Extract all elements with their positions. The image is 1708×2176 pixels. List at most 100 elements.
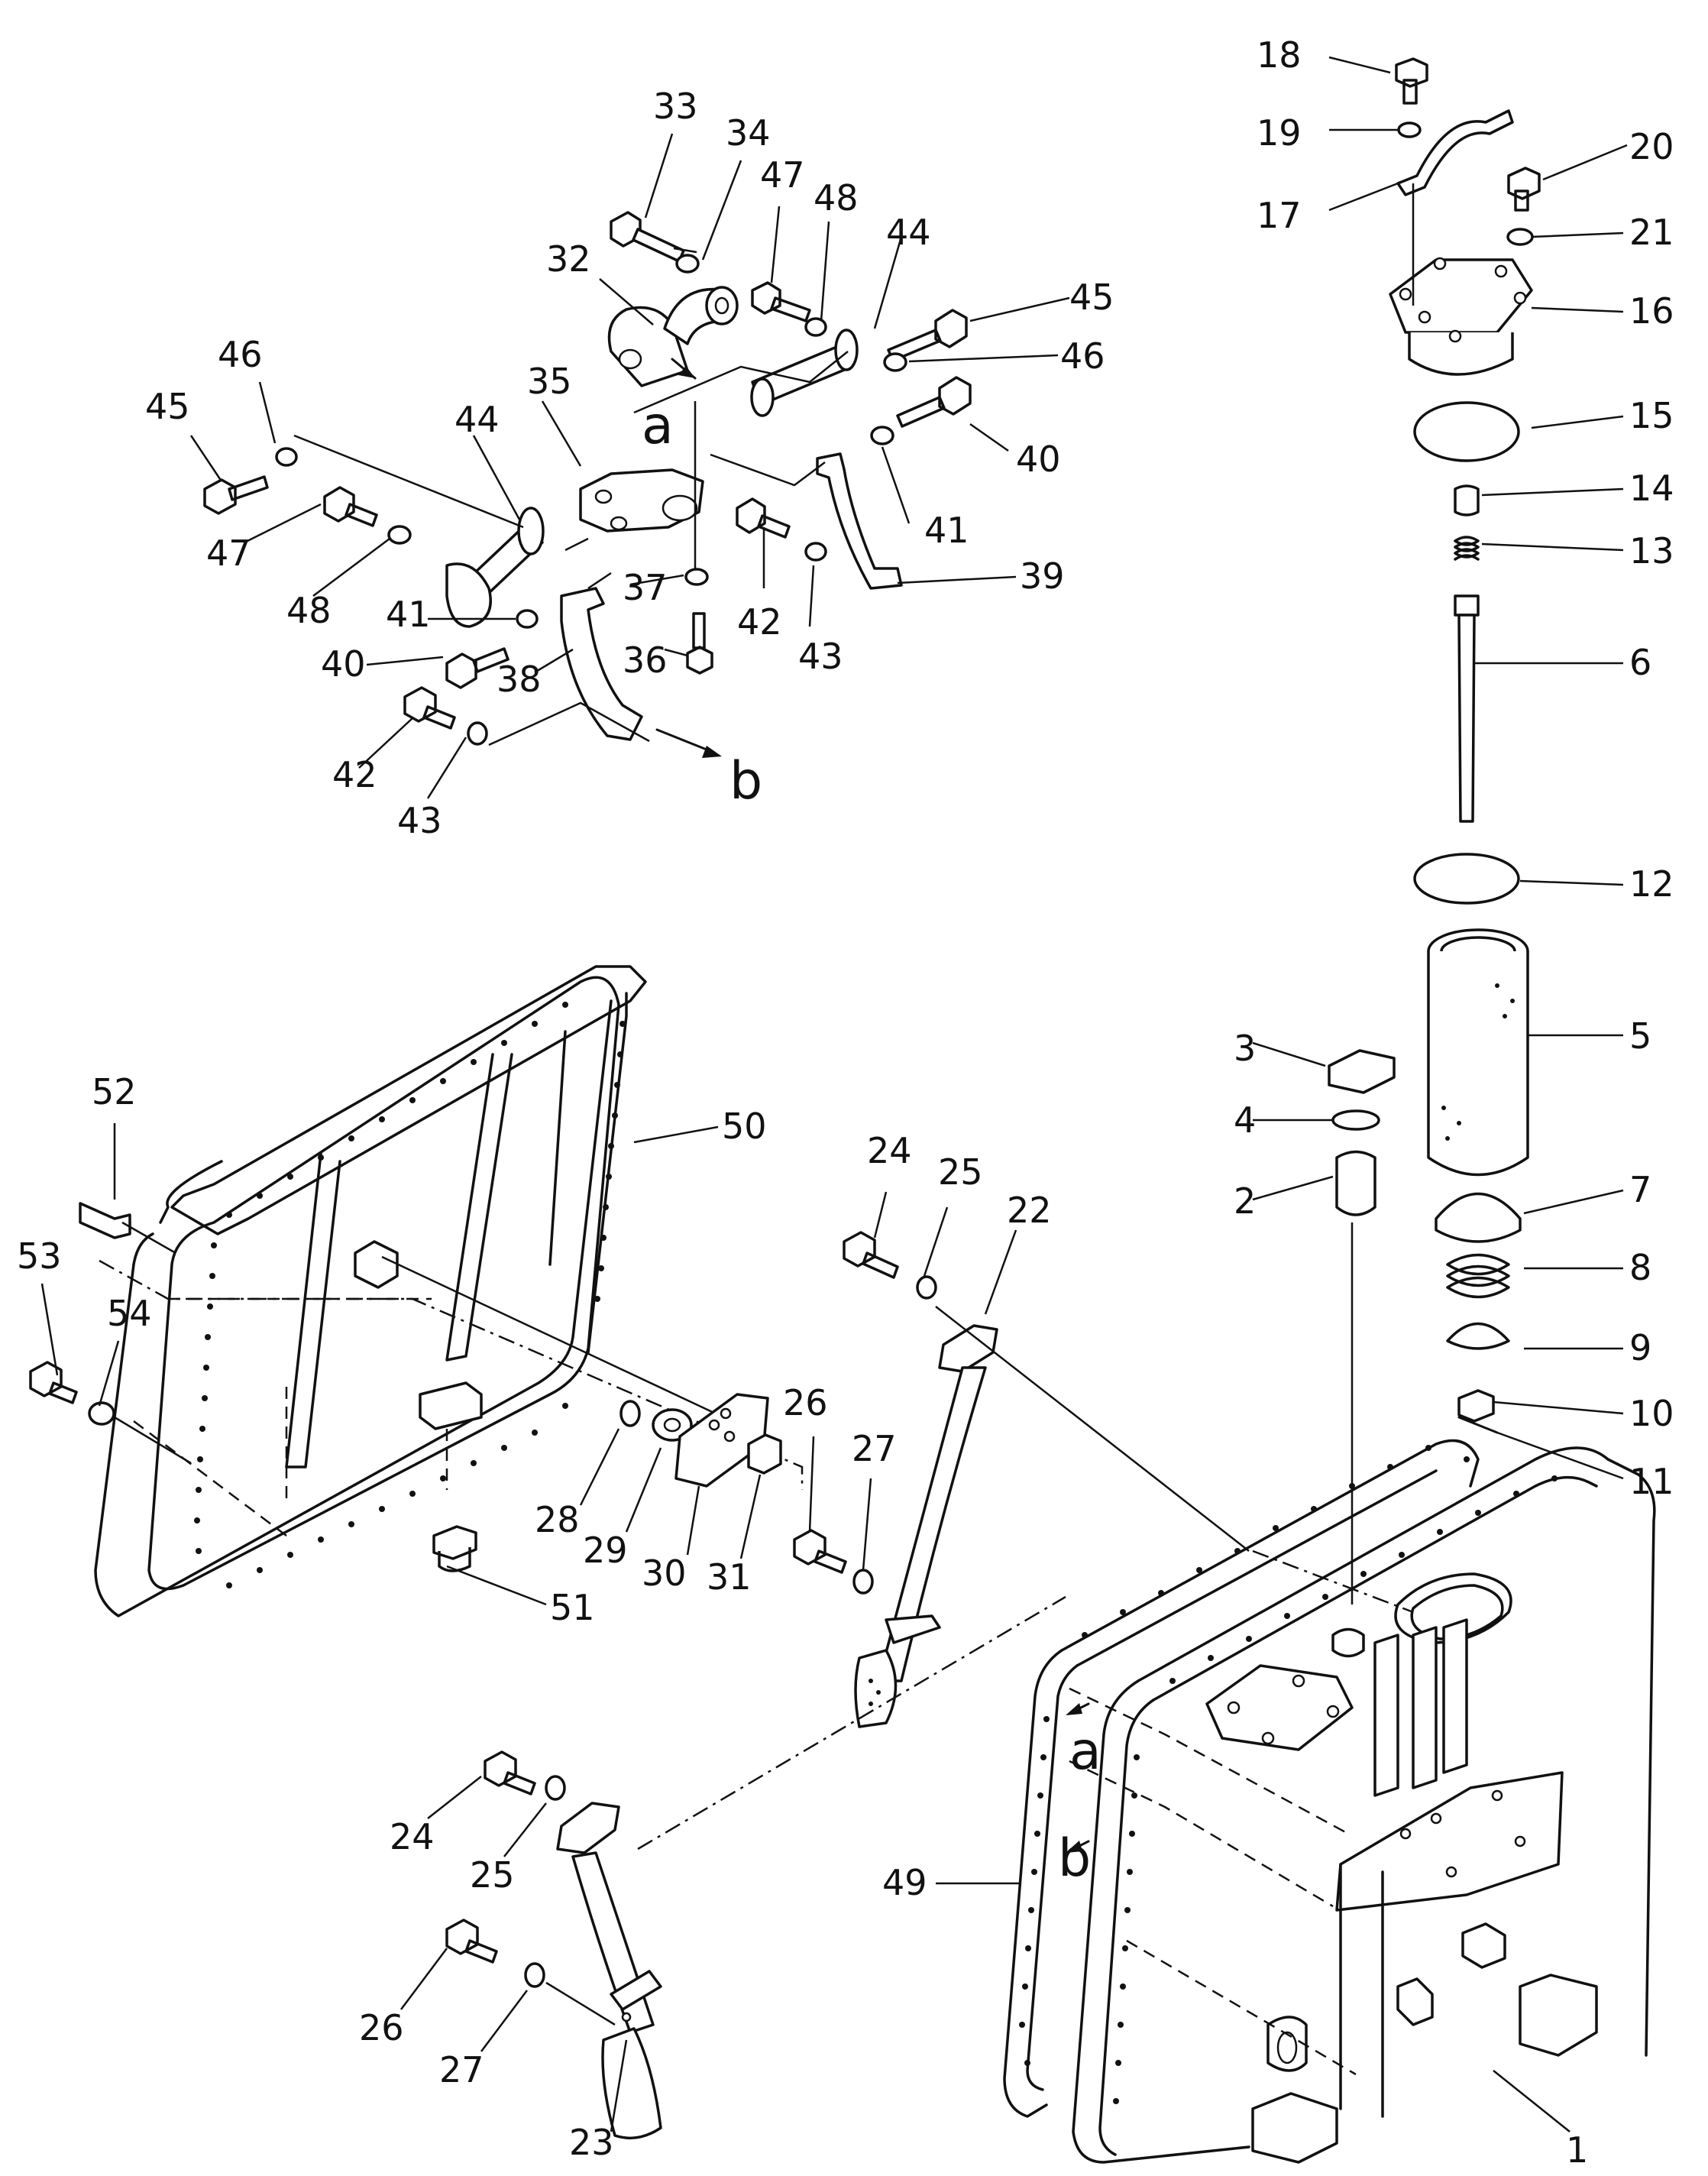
washer-41-left: [516, 609, 539, 629]
bolt-40-left: [445, 647, 509, 689]
cover-inner-bracket: [354, 1240, 399, 1289]
tank-holes: [1113, 1475, 1558, 2104]
callout-26-upper: 26: [783, 1382, 828, 1423]
bolt-42-middle: [736, 497, 791, 539]
callout-40-right: 40: [1016, 439, 1061, 480]
callout-47-left: 47: [206, 533, 251, 574]
washer-46-left: [275, 447, 298, 467]
washer-21: [1506, 228, 1534, 246]
plug-14: [1454, 484, 1480, 516]
strainer-2: [1335, 1150, 1376, 1216]
callout-8: 8: [1629, 1247, 1651, 1288]
washer-28: [619, 1400, 641, 1427]
gasket-holes: [1019, 1445, 1470, 2066]
cover-16: [1389, 257, 1533, 376]
callout-17: 17: [1257, 195, 1302, 236]
callout-45-upper: 45: [1069, 277, 1114, 318]
callout-49: 49: [882, 1862, 927, 1903]
callout-36: 36: [623, 640, 668, 681]
callout-25-upper: 25: [938, 1151, 983, 1193]
callout-51: 51: [550, 1587, 595, 1628]
rod-6: [1454, 594, 1480, 823]
callout-2: 2: [1234, 1180, 1256, 1222]
callout-labels: 1 2 3 4 5 6 7 8 9 10 11 12 13 14 15 16 1…: [17, 34, 1674, 2171]
callout-54: 54: [107, 1293, 152, 1334]
filter-stack: [1252, 56, 1628, 1604]
bolt-42-lower: [403, 686, 456, 730]
callout-33: 33: [653, 86, 698, 127]
elbow-pipe-32: [607, 286, 739, 387]
callout-38: 38: [497, 659, 542, 700]
connection-mark-a-upper: a: [642, 396, 674, 456]
callout-37: 37: [623, 567, 668, 608]
callout-4: 4: [1234, 1099, 1256, 1141]
cup-7: [1435, 1192, 1522, 1243]
washer-43-lower: [467, 721, 488, 746]
arrow-b-mark: [655, 728, 716, 754]
callout-23: 23: [569, 2122, 614, 2163]
callout-12: 12: [1629, 863, 1674, 905]
bolt-40-upper: [896, 376, 972, 428]
callout-48-upper: 48: [814, 177, 859, 219]
bolt-33: [610, 211, 685, 263]
bolt-47-left: [323, 486, 378, 527]
pipe-44-upper: [750, 329, 859, 417]
washer-19: [1397, 121, 1422, 138]
callout-10: 10: [1629, 1393, 1674, 1434]
callout-18: 18: [1257, 34, 1302, 76]
callout-16: 16: [1629, 290, 1674, 332]
washer-41-upper: [870, 426, 894, 445]
pipe-22: [854, 1324, 998, 1728]
callout-35: 35: [527, 361, 572, 402]
bolt-20: [1507, 167, 1541, 212]
callout-41-left: 41: [386, 594, 431, 635]
callout-27-upper: 27: [852, 1428, 897, 1469]
fastener-24-lower: [427, 1595, 1066, 1857]
washer-4: [1331, 1109, 1380, 1131]
callout-42-middle: 42: [737, 601, 782, 643]
cap-3: [1328, 1049, 1396, 1094]
bolt-45-left: [203, 475, 269, 515]
bolt-47-upper: [751, 281, 811, 322]
callout-22: 22: [1007, 1190, 1052, 1231]
callout-39: 39: [1020, 555, 1065, 597]
callout-11: 11: [1629, 1461, 1674, 1502]
callout-21: 21: [1629, 212, 1674, 253]
callout-13: 13: [1629, 530, 1674, 572]
spring-13: [1454, 536, 1480, 561]
gasket-49: [1060, 1439, 1480, 1652]
callout-3: 3: [1234, 1028, 1256, 1069]
callout-48-left: 48: [286, 590, 332, 631]
callout-42-lower: 42: [332, 754, 377, 795]
fastener-26-lower: [400, 1919, 628, 2132]
bolt-36: [686, 612, 713, 675]
pipe-38: [560, 587, 643, 741]
washer-46-upper: [883, 352, 907, 372]
callout-44-left: 44: [454, 399, 500, 440]
callout-34: 34: [726, 112, 771, 154]
callout-41-right: 41: [924, 510, 969, 551]
seat-9: [1446, 1322, 1510, 1350]
washer-48-left: [387, 525, 412, 545]
callout-5: 5: [1629, 1015, 1651, 1057]
callout-31: 31: [707, 1556, 752, 1598]
o-ring-12: [1413, 853, 1520, 905]
bolt-53: [29, 1361, 78, 1404]
callout-27-lower: 27: [439, 2049, 484, 2090]
connection-mark-b-upper: b: [729, 751, 762, 811]
callout-20: 20: [1629, 126, 1674, 167]
nut-31: [747, 1433, 782, 1475]
filter-element-5: [1427, 928, 1529, 1177]
callout-6: 6: [1629, 642, 1651, 683]
callout-19: 19: [1257, 112, 1302, 154]
bracket-39: [816, 452, 903, 590]
cover-50: [170, 965, 647, 1235]
plug-51: [432, 1525, 477, 1572]
callout-46-left: 46: [218, 334, 263, 375]
pipe-assembly: [189, 133, 1070, 799]
callout-40-left: 40: [321, 643, 366, 685]
callout-45-left: 45: [145, 386, 190, 427]
o-ring-15: [1413, 401, 1520, 462]
tank-1: [936, 1439, 1656, 2164]
